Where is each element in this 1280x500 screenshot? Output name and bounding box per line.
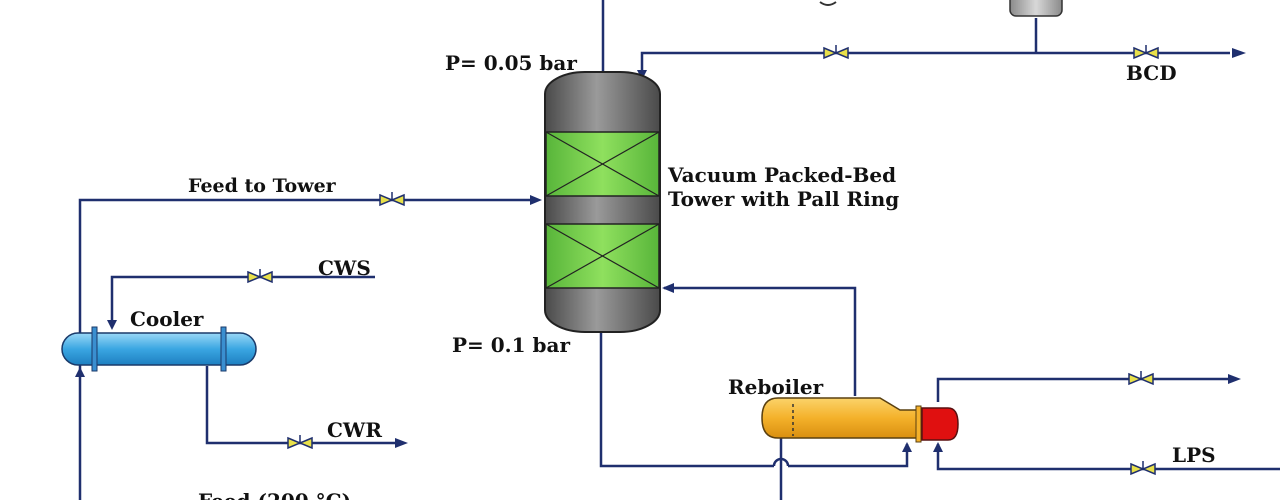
valve-bcd[interactable]: [1133, 45, 1159, 60]
tower-label-line2: Tower with Pall Ring: [668, 187, 899, 211]
arrow-feed-into-tower: [530, 195, 542, 205]
tower-label-line1: Vacuum Packed-Bed: [667, 163, 896, 187]
cooler-exchanger[interactable]: [61, 326, 257, 372]
valve-lps[interactable]: [1130, 461, 1156, 476]
arrow-vapor-into-tower: [662, 283, 674, 293]
arrow-to-bcd: [1232, 48, 1246, 58]
heater-tip: [921, 407, 959, 441]
bottoms-to-reboiler-pipe-2: [788, 444, 909, 468]
valve-reflux[interactable]: [823, 45, 849, 60]
top-pressure-label: P= 0.05 bar: [445, 51, 577, 75]
reflux-return-pipe: [640, 51, 1230, 74]
bottom-pressure-label: P= 0.1 bar: [452, 333, 570, 357]
feed-to-tower-label: Feed to Tower: [188, 175, 337, 197]
piping: [78, 0, 1280, 500]
lps-pipe: [936, 444, 1280, 471]
cooler-label: Cooler: [130, 307, 204, 331]
arrow-cwr-out: [395, 438, 408, 448]
condensate-out-pipe: [936, 377, 1230, 402]
cws-label: CWS: [318, 256, 371, 280]
cwr-label: CWR: [327, 418, 382, 442]
bottoms-to-reboiler-pipe: [599, 332, 774, 468]
tower-shell: [544, 71, 661, 333]
arrow-lps-into-reboiler: [933, 442, 943, 452]
valves: [247, 45, 1159, 476]
valve-cws[interactable]: [247, 269, 273, 284]
arrow-condensate-out: [1228, 374, 1241, 384]
feed-bottom-label: Feed (200 °C): [198, 489, 351, 500]
arrow-cws-into-cooler: [107, 320, 117, 330]
vacuum-packed-bed-tower[interactable]: [544, 71, 661, 333]
cws-pipe: [110, 275, 375, 325]
valve-cwr[interactable]: [287, 435, 313, 450]
reflux-drum[interactable]: [1009, 0, 1063, 17]
top-instrument-icon: [819, 1, 837, 6]
reboiler-label: Reboiler: [728, 375, 824, 399]
valve-condensate[interactable]: [1128, 371, 1154, 386]
arrow-feed-into-cooler: [75, 367, 85, 377]
arrow-bottoms-into-reboiler: [902, 442, 912, 452]
cwr-pipe: [205, 366, 395, 445]
lps-label: LPS: [1172, 443, 1216, 467]
bcd-label: BCD: [1126, 61, 1177, 85]
labels: P= 0.05 bar P= 0.1 bar Vacuum Packed-Bed…: [130, 51, 1216, 500]
valve-feed[interactable]: [379, 192, 405, 207]
reboiler-exchanger[interactable]: [761, 397, 959, 443]
reboiler-vapor-return-pipe: [664, 286, 857, 396]
